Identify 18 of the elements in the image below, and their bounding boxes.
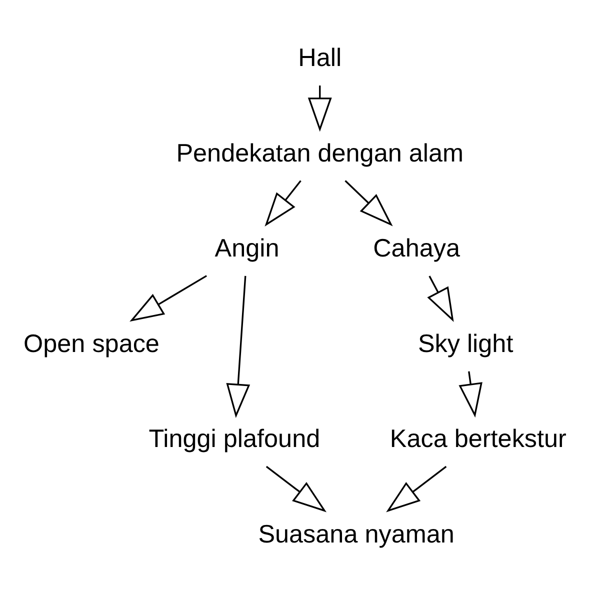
- arrow: [226, 275, 250, 418]
- arrow: [308, 85, 332, 132]
- node-text: Pendekatan dengan alam: [176, 138, 464, 167]
- node-text: Kaca bertekstur: [390, 424, 566, 453]
- arrow: [427, 275, 454, 322]
- node-text: Suasana nyaman: [258, 520, 454, 548]
- arrow: [264, 180, 302, 226]
- arrow: [386, 465, 447, 512]
- arrow: [458, 370, 482, 418]
- node-text: Tinggi plafound: [148, 424, 320, 453]
- node-text: Angin: [214, 234, 280, 262]
- arrow: [130, 274, 207, 322]
- arrow: [344, 180, 393, 226]
- node-text: Cahaya: [373, 234, 460, 262]
- node-text: Open space: [24, 329, 160, 358]
- node-text: Sky light: [418, 329, 514, 358]
- node-text: Hall: [298, 43, 342, 72]
- arrow: [266, 465, 326, 512]
